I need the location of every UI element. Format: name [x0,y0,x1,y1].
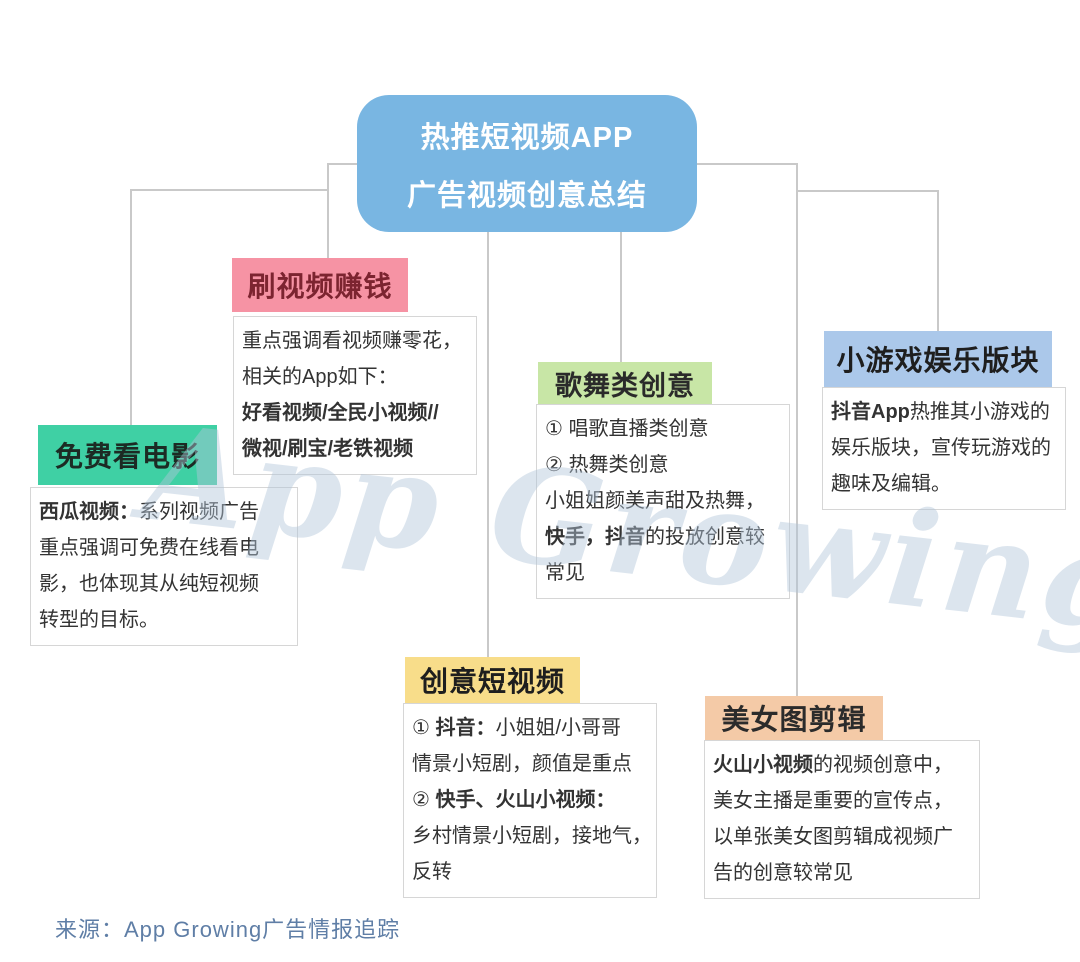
node-header-free-movies: 免费看电影 [38,425,217,485]
node-header-mini-game-entertainment: 小游戏娱乐版块 [824,331,1052,387]
connector-title-to-pink-vertical [327,163,329,258]
connector-title-to-yellow-vertical [487,232,489,658]
node-body-watch-video-earn-money: 重点强调看视频赚零花，相关的App如下：好看视频/全民小视频//微视/刷宝/老铁… [233,316,477,475]
node-header-creative-short-video: 创意短视频 [405,657,580,703]
source-attribution: 来源：App Growing广告情报追踪 [55,917,401,942]
node-header-beauty-photo-clips: 美女图剪辑 [705,696,883,740]
connector-title-to-pink-horizontal [327,163,358,165]
connector-title-to-green-horizontal [130,189,328,191]
connector-title-to-lightgreen-vertical [620,232,622,362]
title-bubble: 热推短视频APP 广告视频创意总结 [357,95,697,232]
node-header-song-dance-creative: 歌舞类创意 [538,362,712,404]
node-body-free-movies: 西瓜视频：系列视频广告重点强调可免费在线看电影，也体现其从纯短视频转型的目标。 [30,487,298,646]
node-header-watch-video-earn-money: 刷视频赚钱 [232,258,408,312]
connector-title-to-blue-horizontal [796,190,939,192]
title-line-2: 广告视频创意总结 [406,179,647,212]
node-body-mini-game-entertainment: 抖音App热推其小游戏的娱乐版块，宣传玩游戏的趣味及编辑。 [822,387,1066,510]
connector-title-to-peach-vertical [796,163,798,696]
node-body-beauty-photo-clips: 火山小视频的视频创意中，美女主播是重要的宣传点，以单张美女图剪辑成视频广告的创意… [704,740,980,899]
connector-title-to-green-vertical [130,189,132,425]
connector-title-to-blue-vertical [937,190,939,331]
title-line-1: 热推短视频APP [420,121,634,154]
connector-title-to-peach-horizontal [697,163,797,165]
